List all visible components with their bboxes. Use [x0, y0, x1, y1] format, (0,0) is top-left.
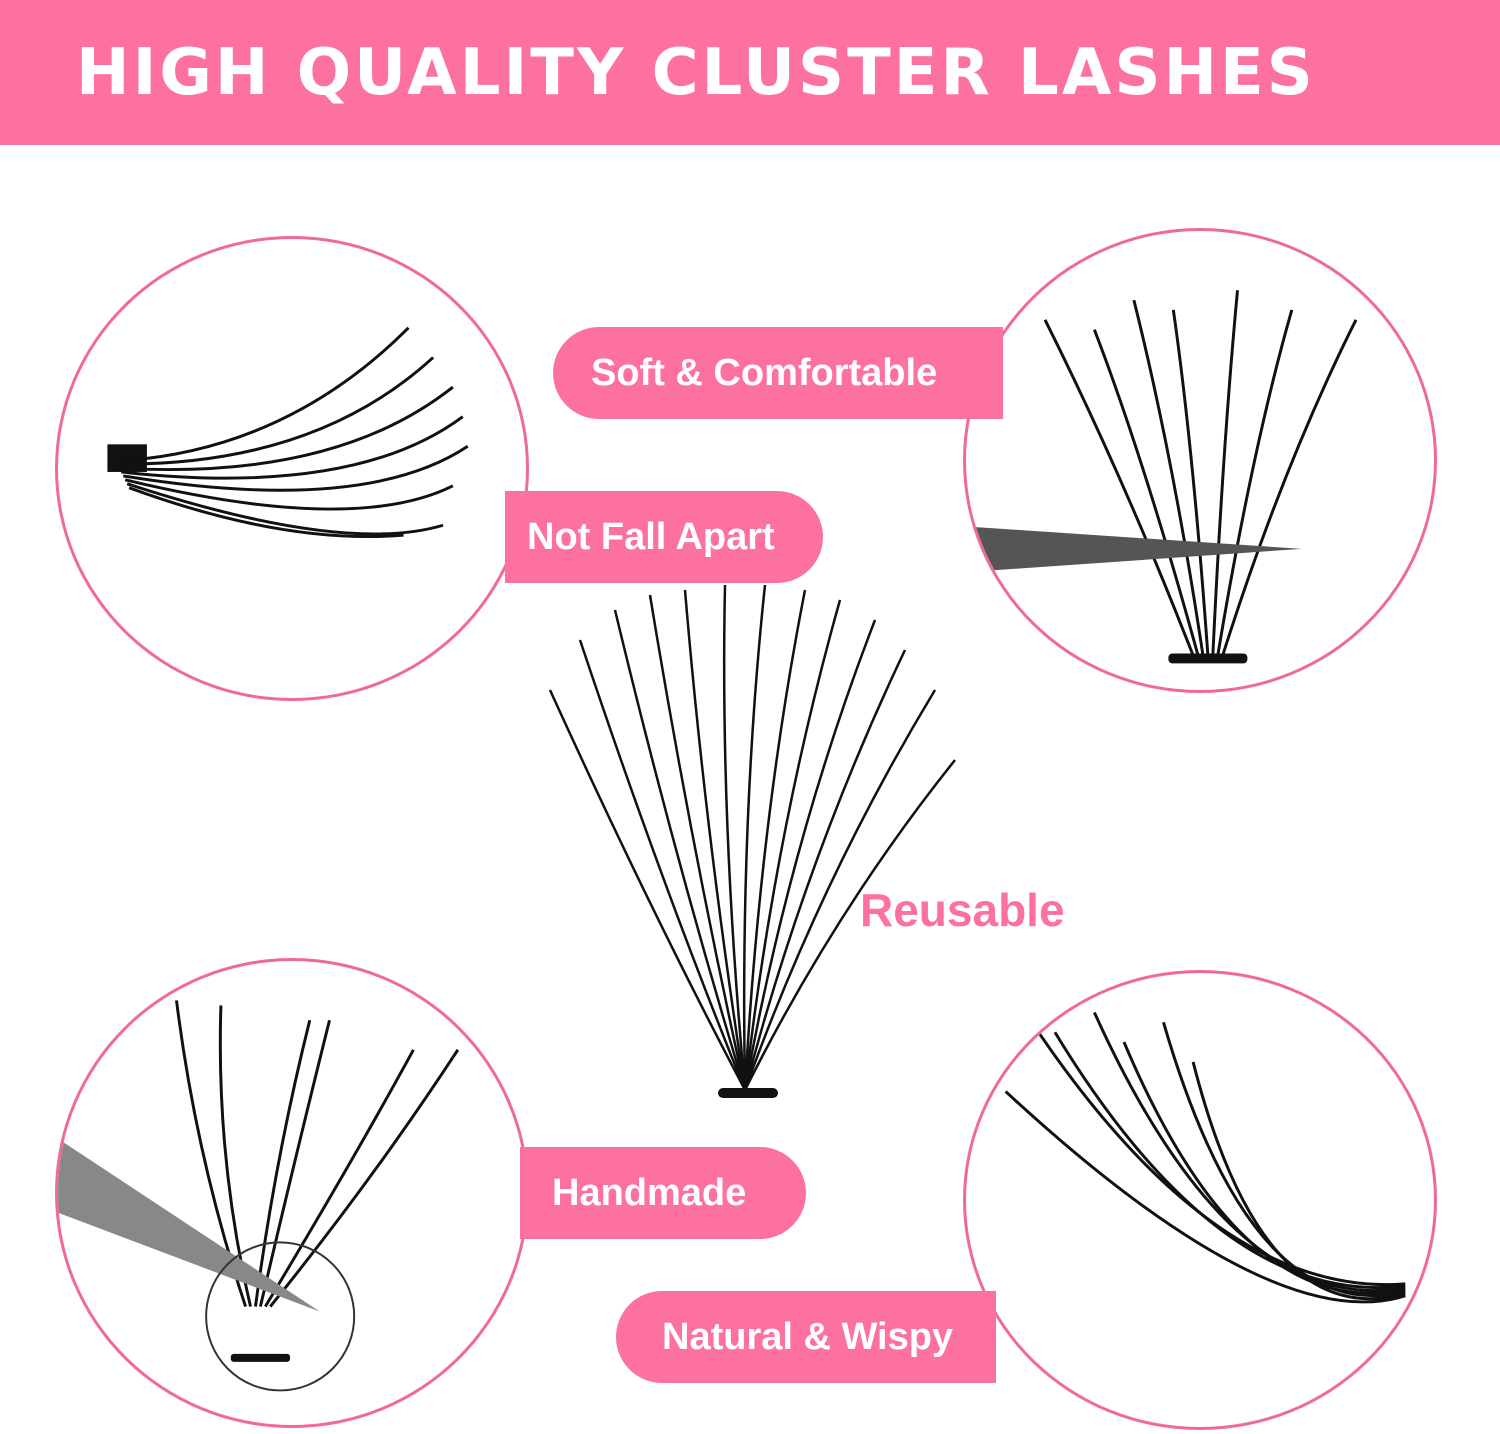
- lash-cluster-tweezers-icon: [975, 290, 1358, 664]
- lash-side-view-image: [55, 236, 529, 701]
- feature-natural-wispy: Natural & Wispy: [616, 1291, 996, 1383]
- feature-label: Soft & Comfortable: [591, 351, 938, 394]
- page-title: HIGH QUALITY CLUSTER LASHES: [76, 35, 1316, 110]
- feature-reusable: Reusable: [860, 884, 1065, 936]
- feature-label: Natural & Wispy: [662, 1315, 954, 1358]
- feature-label: Not Fall Apart: [527, 515, 775, 558]
- lash-cluster-icon: [107, 326, 469, 539]
- wispy-lash-icon: [1004, 1011, 1406, 1304]
- lash-handmade-image: [55, 958, 529, 1428]
- tweezers-lash-base-icon: [58, 1000, 460, 1392]
- header-banner: HIGH QUALITY CLUSTER LASHES: [0, 0, 1500, 145]
- lash-wispy-image: [963, 970, 1437, 1430]
- center-lash-cluster-icon: [548, 584, 956, 1098]
- feature-soft-comfortable: Soft & Comfortable: [553, 327, 1003, 419]
- feature-not-fall-apart: Not Fall Apart: [505, 491, 823, 583]
- feature-label: Handmade: [552, 1171, 747, 1214]
- lash-tweezers-image: [963, 228, 1437, 693]
- feature-handmade: Handmade: [520, 1147, 806, 1239]
